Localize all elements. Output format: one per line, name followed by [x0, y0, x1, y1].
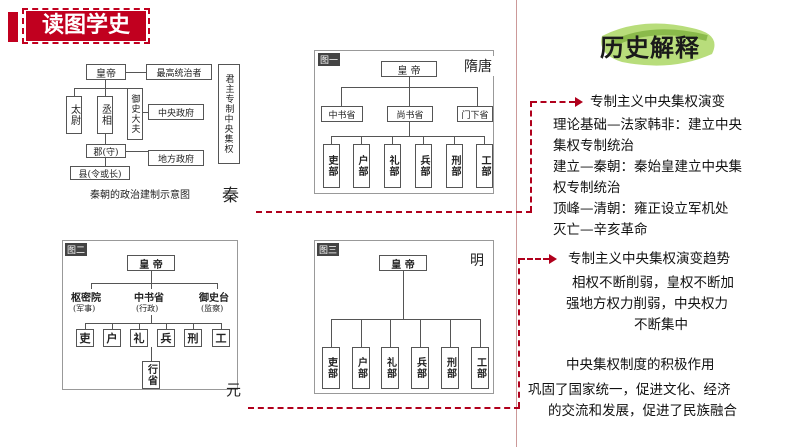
qin-emperor-box: 皇帝 [86, 64, 126, 80]
yuan-panel: 图二 皇 帝 枢密院 (军事) 中书省 (行政) 御史台 (监察) 吏 户 礼 … [62, 240, 238, 390]
sui-tang-panel: 图一 皇 帝 中书省 尚书省 门下省 吏部 户部 礼部 兵部 刑部 工部 [314, 50, 494, 194]
explain-1-line-4: 权专制统治 [553, 180, 621, 196]
sui-bu-box-3: 礼部 [384, 144, 401, 188]
connector-2-arrow-icon [549, 254, 557, 264]
yuan-tag: 图二 [65, 243, 88, 256]
yuan-top-sub-2: (行政) [136, 304, 159, 313]
yuan-bu-box-3: 礼 [130, 329, 148, 347]
yuan-bu-box-6: 工 [212, 329, 230, 347]
yuan-bu-box-2: 户 [103, 329, 121, 347]
explain-2-line-1: 相权不断削弱，皇权不断加 [572, 275, 734, 291]
qin-local-box: 地方政府 [148, 150, 204, 166]
connector-2-horizontal [248, 407, 520, 409]
yuan-bu-box-4: 兵 [157, 329, 175, 347]
history-explain-badge: 历史解释 [592, 14, 732, 74]
qin-diagram: 皇帝 最高统治者 太尉 丞相 御史大夫 中央政府 郡(守) 地方政府 县(令或长… [62, 58, 247, 203]
yuan-xing-box: 行省 [142, 361, 160, 389]
yuan-top-name-3: 御史台 [199, 293, 229, 304]
explain-3-line-1: 巩固了国家统一，促进文化、经济 [528, 382, 731, 398]
qin-caption: 秦朝的政治建制示意图 [90, 190, 190, 201]
qin-side-label-1: 君主专制 [223, 74, 234, 114]
sui-bu-box-2: 户部 [353, 144, 370, 188]
ming-bu-box-6: 工部 [471, 347, 489, 389]
sui-sheng-box-2: 尚书省 [387, 106, 433, 122]
ming-bu-box-3: 礼部 [381, 347, 399, 389]
vertical-divider [516, 0, 517, 447]
explain-3-heading: 中央集权制度的积极作用 [566, 357, 715, 373]
connector-1-top [531, 101, 575, 103]
qin-side-label-2: 中央集权 [222, 114, 233, 154]
sui-bu-box-4: 兵部 [415, 144, 432, 188]
explain-1-heading: 专制主义中央集权演变 [590, 94, 725, 110]
history-explain-title: 历史解释 [600, 33, 700, 62]
sui-sheng-box-3: 门下省 [457, 106, 493, 122]
ming-emperor-box: 皇 帝 [379, 255, 427, 271]
yuan-top-sub-1: (军事) [73, 304, 96, 313]
connector-2-top [519, 258, 549, 260]
ming-panel: 图三 皇 帝 吏部 户部 礼部 兵部 刑部 工部 [314, 240, 494, 394]
qin-xian-box: 县(令或长) [70, 166, 130, 180]
qin-central-box: 中央政府 [148, 104, 204, 120]
yuan-bu-box-5: 刑 [184, 329, 202, 347]
qin-label: 秦 [222, 186, 239, 206]
connector-1-arrow-icon [575, 97, 583, 107]
yuan-bu-box-1: 吏 [76, 329, 94, 347]
sui-bu-box-6: 工部 [476, 144, 493, 188]
yuan-top-name-2: 中书省 [134, 293, 164, 304]
explain-2-line-2: 强地方权力削弱，中央权力 [566, 296, 728, 312]
connector-1-vertical [530, 101, 532, 212]
qin-side-box: 君主专制 中央集权 [218, 64, 240, 164]
explain-3-line-2: 的交流和发展，促进了民族融合 [548, 403, 737, 419]
explain-2-line-3: 不断集中 [634, 317, 688, 333]
ming-bu-box-1: 吏部 [322, 347, 340, 389]
connector-1-horizontal [256, 211, 532, 213]
badge-title: 读图学史 [26, 11, 146, 41]
explain-1-line-1: 理论基础—法家韩非：建立中央 [553, 117, 742, 133]
connector-2-vertical [518, 258, 520, 408]
sui-emperor-box: 皇 帝 [381, 61, 437, 77]
explain-1-line-2: 集权专制统治 [553, 138, 634, 154]
qin-yushidafu-box: 御史大夫 [127, 88, 143, 140]
ming-bu-box-5: 刑部 [441, 347, 459, 389]
yuan-top-sub-3: (监察) [201, 304, 224, 313]
explain-1-line-5: 顶峰—清朝：雍正设立军机处 [553, 201, 729, 217]
sui-tag: 图一 [318, 53, 341, 66]
qin-top-ruler-box: 最高统治者 [146, 64, 212, 80]
qin-chengxiang-box: 丞相 [97, 96, 113, 134]
brush-stroke-icon [601, 23, 715, 66]
sui-label: 隋唐 [462, 56, 494, 76]
sui-sheng-box-1: 中书省 [321, 106, 363, 122]
ming-tag: 图三 [317, 243, 340, 256]
ming-bu-box-4: 兵部 [411, 347, 429, 389]
explain-1-line-6: 灭亡—辛亥革命 [553, 222, 648, 238]
sui-bu-box-5: 刑部 [446, 144, 463, 188]
ming-bu-box-2: 户部 [352, 347, 370, 389]
yuan-label: 元 [226, 381, 242, 399]
ming-label: 明 [470, 253, 484, 269]
yuan-emperor-box: 皇 帝 [127, 255, 175, 271]
read-image-badge: 读图学史 [8, 8, 150, 44]
qin-jun-box: 郡(守) [86, 144, 126, 158]
yuan-top-name-1: 枢密院 [71, 293, 101, 304]
qin-taiwei-box: 太尉 [66, 96, 82, 134]
explain-1-line-3: 建立—秦朝：秦始皇建立中央集 [553, 159, 742, 175]
sui-bu-box-1: 吏部 [323, 144, 340, 188]
explain-2-heading: 专制主义中央集权演变趋势 [568, 251, 730, 267]
